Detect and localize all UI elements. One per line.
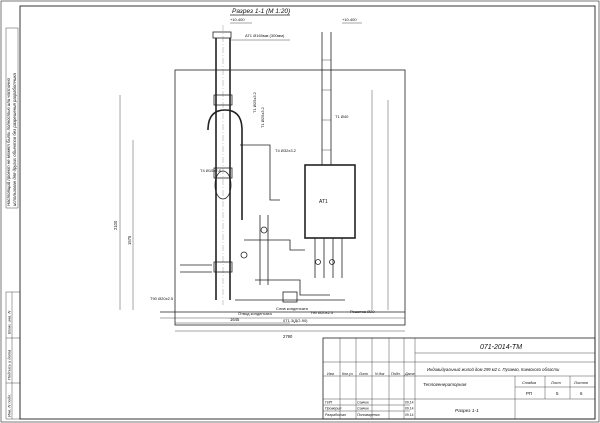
tb-stage-label: Стадия <box>522 381 536 385</box>
room-box <box>174 69 406 326</box>
tb-role-3: Разработал <box>325 413 346 417</box>
right-note: Решетка Ø20 <box>350 309 375 314</box>
tb-sheet-title: Разрез 1-1 <box>455 408 479 414</box>
chimney-tee <box>214 170 232 200</box>
tb-listov-value: 6 <box>580 391 583 396</box>
title-block: 071-2014-ТМ Индивидуальный жилой дом 299… <box>322 337 596 420</box>
dim-h2: 1575 <box>127 235 132 245</box>
valve-symbol <box>240 251 248 259</box>
boiler-label: АТ1 <box>319 199 328 205</box>
pipe-label-3: Т4 Ø15х2.8 <box>200 168 222 173</box>
chimney-segment <box>213 94 233 106</box>
dim-total: 2790 <box>283 334 293 339</box>
boiler: АТ1 <box>304 164 356 278</box>
chimney-note: Отвод конденсата <box>238 311 273 316</box>
flue-pipe <box>321 32 332 165</box>
pump-symbol <box>282 291 298 303</box>
drain-label-2: Т90 Ø20х2.5 <box>150 296 174 301</box>
side-note-line-1: Настоящий проект не может быть полностью… <box>6 77 11 206</box>
tb-name-2: Савчик <box>357 407 369 411</box>
tb-name-1: Савчик <box>357 401 369 405</box>
tb-project: Индивидуальный жилой дом 299 м2 с. Пузае… <box>427 367 560 372</box>
pipe-label-2: Т1 Ø25х3.2 <box>260 106 265 128</box>
chimney-segment <box>213 261 233 273</box>
level-top-1: +10.400 <box>230 17 245 22</box>
pipe-label-1: Т1 Ø25х3.2 <box>252 91 257 113</box>
valve-symbol <box>260 226 268 234</box>
drawing-border <box>19 5 596 420</box>
annotations: +10.400 +10.400 АТ1 Ø160мм (300мм) Т1 Ø2… <box>150 17 375 323</box>
piping <box>180 109 345 303</box>
pipe-label-r: Т1 Ø40 <box>335 114 349 119</box>
tb-list-label: Лист <box>550 381 561 385</box>
chimney-segment <box>213 167 233 179</box>
dim-h1: 2100 <box>113 220 118 230</box>
valve-symbol <box>315 259 321 265</box>
side-strip: Настоящий проект не может быть полностью… <box>5 27 21 420</box>
stamp-side-box <box>5 291 21 420</box>
tb-date-1: 09.14 <box>405 401 414 405</box>
chimney-top-cap <box>212 31 232 39</box>
section-title: Разрез 1-1 (М 1:20) <box>232 8 290 15</box>
pipe-run <box>255 279 330 296</box>
stamp-podp-data: Подпись и дата <box>7 349 12 380</box>
tb-section: Теплогенераторная <box>423 382 467 387</box>
stamp-vzam-inv: Взам. инв. N <box>7 311 12 334</box>
level-top-2: +10.400 <box>342 17 357 22</box>
chimney <box>212 25 233 305</box>
stamp-inv-podl: Инв. N подл. <box>7 394 12 417</box>
pipe-label-4: Т4 Ø32х3.2 <box>275 148 297 153</box>
drain-note: Слив конденсата <box>276 306 309 311</box>
side-note-line-2: использован для других объектов без разр… <box>12 73 17 206</box>
chimney-label: АТ1 Ø160мм (300мм) <box>245 33 285 38</box>
pipe-loop <box>207 109 243 220</box>
tb-col-ndok: N док <box>375 372 385 376</box>
tb-name-3: Пономаренко <box>357 413 380 417</box>
dimensions: 2790 1645 2100 1575 <box>113 90 405 339</box>
tb-list-value: 5 <box>556 391 559 396</box>
side-notes-box <box>5 27 19 209</box>
tb-date-3: 09.14 <box>405 413 414 417</box>
tb-date-2: 09.14 <box>405 407 414 411</box>
tb-col-list: Лист <box>358 372 368 376</box>
dim-1: 1645 <box>230 317 240 322</box>
tb-col-data: Дата <box>404 372 414 376</box>
pipe-run <box>244 239 305 251</box>
tb-col-podp: Подп. <box>391 372 401 376</box>
floor-label: 0Т1.3(ДО-90) <box>283 318 308 323</box>
tb-role-1: ГИП <box>325 401 333 405</box>
tb-code: 071-2014-ТМ <box>480 344 522 351</box>
drain-label-3: Т90 Ø20х2.5 <box>310 310 334 315</box>
title-block-frame <box>322 337 596 420</box>
boiler-body <box>304 164 356 239</box>
tb-listov-label: Листов <box>573 381 588 385</box>
valve-symbol <box>329 259 335 265</box>
tb-stage-value: РП <box>526 391 532 396</box>
tb-col-kol: Кол.уч <box>342 372 353 376</box>
tb-col-izm: Изм. <box>327 372 335 376</box>
pipe-run <box>240 144 280 201</box>
room-outline <box>160 69 406 326</box>
tb-role-2: Проверил <box>325 407 341 411</box>
